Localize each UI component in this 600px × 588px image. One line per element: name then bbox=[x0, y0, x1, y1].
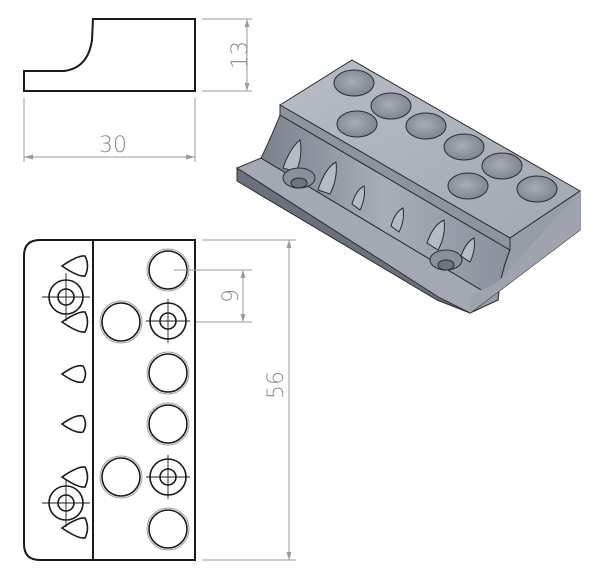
isometric-top-holes bbox=[333, 69, 558, 203]
dimension-56-label: 56 bbox=[264, 371, 289, 399]
teardrop-slots bbox=[60, 255, 89, 539]
top-view-outline bbox=[23, 239, 196, 561]
isometric-view bbox=[235, 59, 581, 314]
top-view: 9 56 bbox=[23, 239, 296, 561]
dimension-30-label: 30 bbox=[99, 133, 127, 158]
left-counterbores bbox=[42, 273, 90, 527]
side-view: 13 30 bbox=[23, 18, 253, 162]
isometric-channel-features bbox=[282, 139, 475, 271]
right-hole-column bbox=[146, 248, 190, 551]
middle-hole-column bbox=[99, 300, 143, 499]
side-profile-outline bbox=[23, 18, 196, 92]
dimension-13-label: 13 bbox=[228, 41, 253, 69]
dimension-9-label: 9 bbox=[219, 289, 244, 303]
